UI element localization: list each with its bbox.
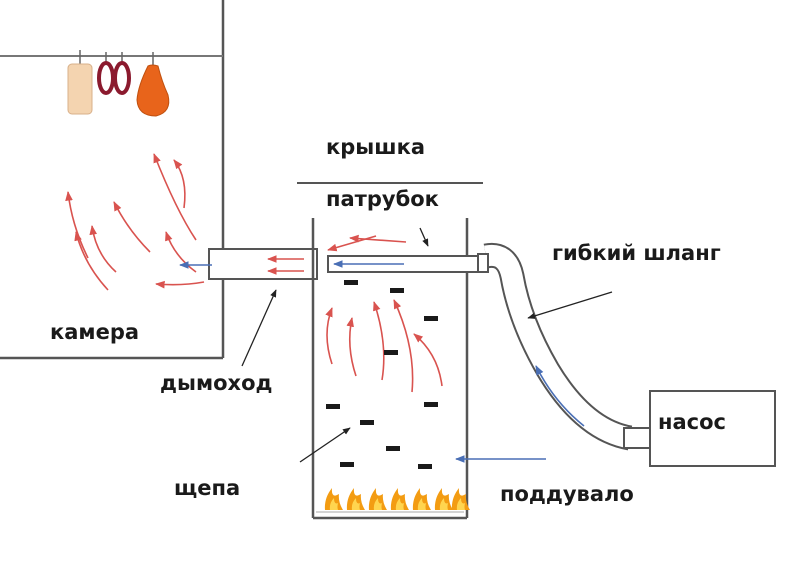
- sausage-ring: [113, 61, 131, 95]
- chamber-label: камера: [50, 320, 140, 344]
- wood-chips: [326, 280, 438, 469]
- smoking-chamber: [0, 0, 225, 360]
- pump: [623, 390, 776, 467]
- hose-coupling: [477, 253, 489, 273]
- hanging-products: [67, 50, 170, 117]
- lid-label: крышка: [326, 135, 426, 159]
- flexible-hose: [483, 242, 633, 451]
- sausage-ring: [97, 61, 115, 95]
- ham: [136, 64, 170, 117]
- chimney-pipe: [208, 248, 318, 280]
- meat-piece: [67, 63, 93, 115]
- chimney-smoke-arrows: [267, 255, 304, 275]
- chimney-label: дымоход: [160, 371, 273, 395]
- label-pointers: [241, 227, 613, 463]
- generator-smoke-arrows: [325, 234, 443, 393]
- blower-label: поддувало: [500, 482, 634, 506]
- pump-label: насос: [658, 410, 727, 434]
- chamber-smoke-arrows: [65, 153, 205, 291]
- pipe-label: патрубок: [326, 187, 439, 211]
- hose-label: гибкий шланг: [552, 241, 721, 265]
- chips-label: щепа: [174, 476, 241, 500]
